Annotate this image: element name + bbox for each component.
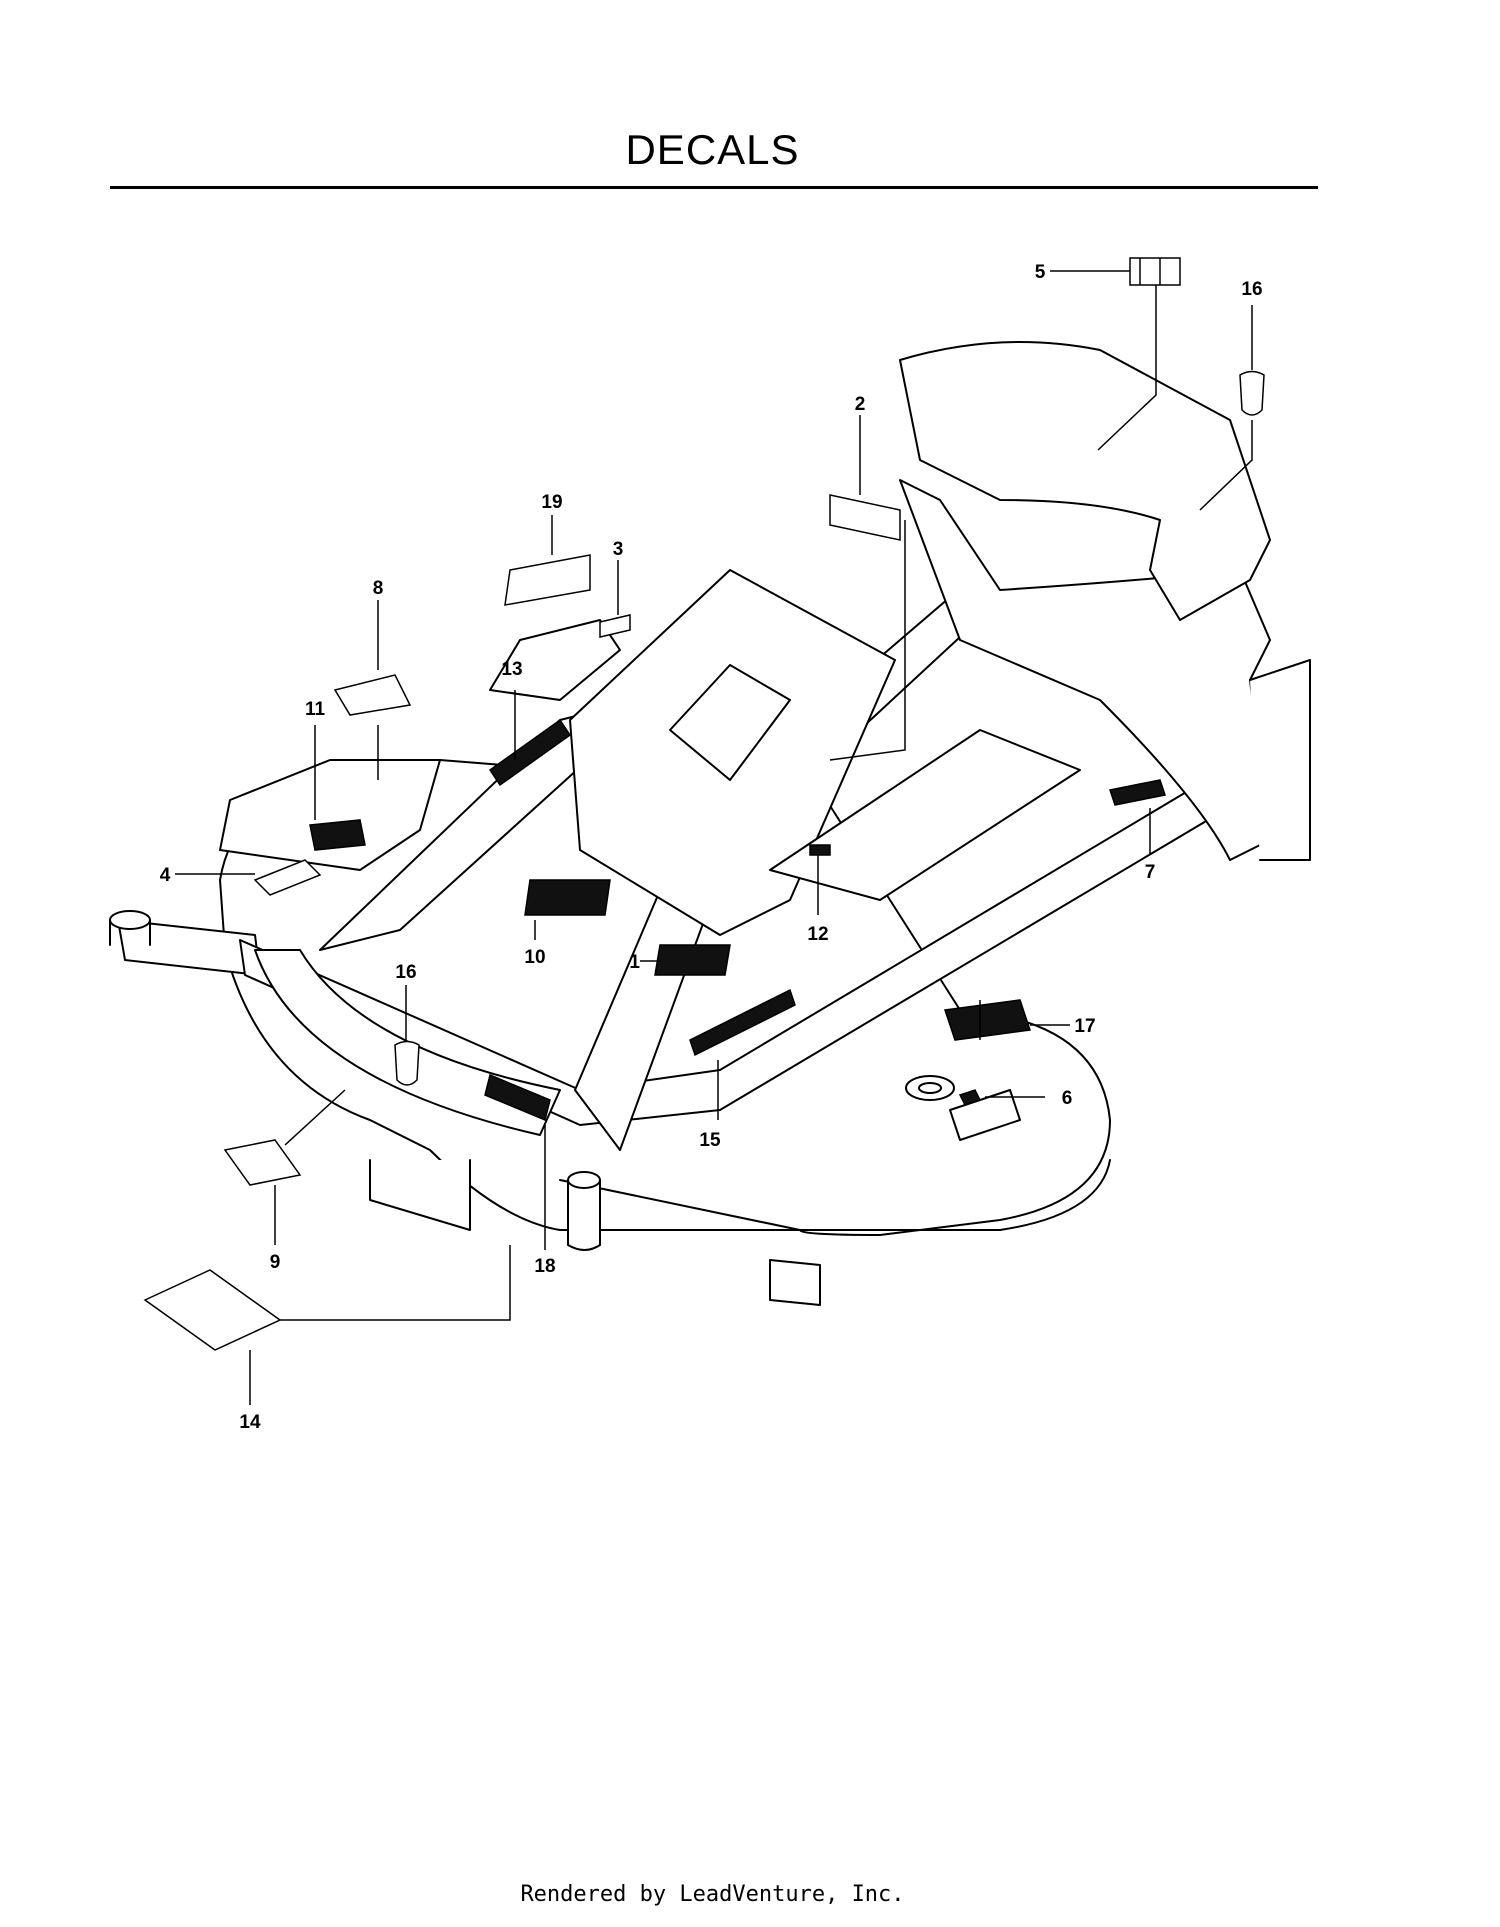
rear-fender bbox=[899, 341, 1271, 621]
decal-5 bbox=[1129, 257, 1181, 286]
footer-credit: Rendered by LeadVenture, Inc. bbox=[520, 1882, 905, 1907]
decal-2 bbox=[829, 494, 901, 541]
callout-11: 11 bbox=[305, 699, 326, 720]
decal-3 bbox=[599, 614, 631, 638]
leader-14-arrow bbox=[280, 1245, 511, 1321]
decal-1 bbox=[654, 944, 731, 976]
front-post bbox=[567, 1179, 601, 1251]
callout-16-rear: 16 bbox=[1241, 279, 1262, 300]
deck-rim bbox=[559, 1159, 1111, 1231]
callout-5: 5 bbox=[1035, 262, 1046, 283]
decal-16-rear bbox=[1239, 370, 1265, 416]
callout-18: 18 bbox=[534, 1256, 555, 1277]
callout-9: 9 bbox=[270, 1252, 281, 1273]
decal-4 bbox=[253, 859, 322, 896]
callout-3: 3 bbox=[613, 539, 624, 560]
decal-19 bbox=[504, 554, 591, 606]
caster-left bbox=[109, 910, 151, 930]
callout-8: 8 bbox=[373, 578, 384, 599]
decal-14 bbox=[143, 1269, 282, 1351]
leader-16a-arrow bbox=[1199, 420, 1253, 511]
left-panel bbox=[219, 759, 441, 871]
callout-13: 13 bbox=[501, 659, 522, 680]
callout-19: 19 bbox=[541, 492, 562, 513]
callout-10: 10 bbox=[524, 947, 545, 968]
front-bracket-left bbox=[369, 1159, 471, 1231]
callout-16-front: 16 bbox=[395, 962, 416, 983]
leader-2-arrow bbox=[829, 520, 906, 761]
decal-16-front bbox=[394, 1040, 420, 1086]
decal-9 bbox=[223, 1139, 302, 1186]
decal-8 bbox=[333, 674, 412, 716]
callout-4: 4 bbox=[160, 865, 171, 886]
deck-pulley-hub bbox=[918, 1082, 942, 1094]
decal-7 bbox=[1109, 779, 1166, 806]
decal-15 bbox=[689, 988, 796, 1057]
title-rule bbox=[110, 186, 1318, 189]
seat-cutout bbox=[669, 664, 791, 781]
callout-labels: 1 2 3 4 5 6 7 8 9 10 11 12 13 14 15 16 1… bbox=[160, 262, 1263, 1433]
front-bracket-right bbox=[769, 1259, 821, 1306]
decal-10 bbox=[524, 879, 611, 916]
mower-body bbox=[109, 341, 1311, 1306]
decal-18 bbox=[484, 1073, 551, 1122]
callout-1: 1 bbox=[629, 952, 640, 973]
decals bbox=[143, 257, 1265, 1351]
callout-15: 15 bbox=[699, 1130, 721, 1151]
leader-lines bbox=[175, 270, 1253, 1405]
decal-12 bbox=[809, 844, 831, 856]
leader-9-arrow bbox=[284, 1089, 346, 1146]
decal-6 bbox=[958, 1089, 982, 1106]
decal-13 bbox=[488, 718, 572, 787]
page-title: DECALS bbox=[625, 126, 800, 173]
decal-11 bbox=[309, 819, 366, 851]
caster-left-stem bbox=[109, 919, 151, 946]
callout-17: 17 bbox=[1074, 1016, 1095, 1037]
leader-5-arrow bbox=[1097, 285, 1157, 451]
footrest-platform bbox=[769, 729, 1081, 901]
rear-engine-deck bbox=[899, 479, 1271, 861]
callout-14: 14 bbox=[239, 1412, 261, 1433]
decal-5-panels bbox=[1139, 258, 1161, 285]
callout-7: 7 bbox=[1145, 862, 1156, 883]
decal-17 bbox=[944, 999, 1031, 1041]
callout-2: 2 bbox=[855, 394, 866, 415]
callout-6: 6 bbox=[1062, 1088, 1073, 1109]
rear-wheel-housing bbox=[1249, 659, 1311, 861]
callout-12: 12 bbox=[807, 924, 828, 945]
front-post-top bbox=[567, 1171, 601, 1189]
